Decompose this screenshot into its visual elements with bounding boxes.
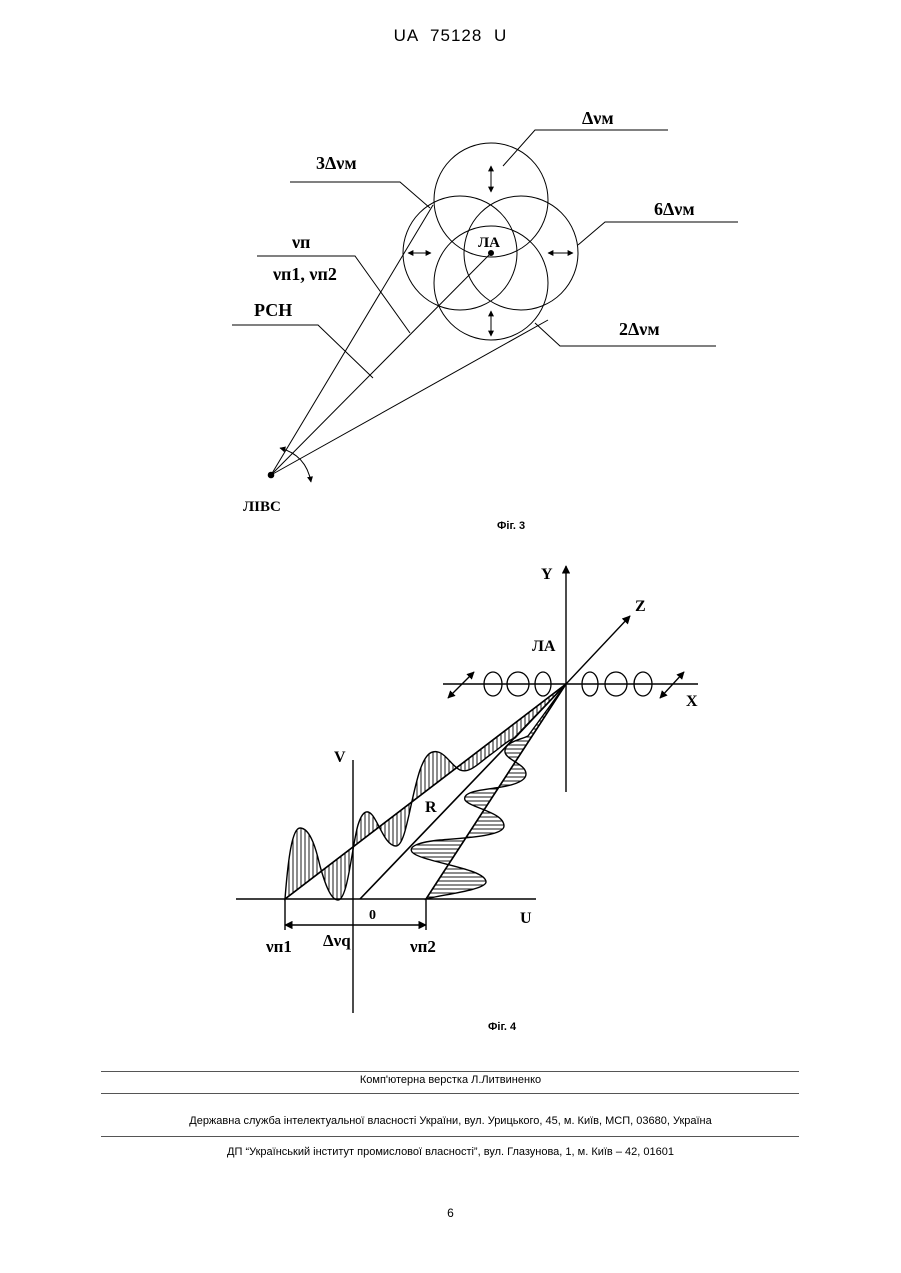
figure-4-caption: Фіг. 4 xyxy=(488,1021,517,1033)
footer-rule-1 xyxy=(101,1071,799,1072)
footer-agency: Державна служба інтелектуальної власност… xyxy=(0,1115,901,1127)
label-v: V xyxy=(334,749,346,766)
label-2dnu-m: 2Δνм xyxy=(619,319,660,339)
leader-3dnu-m xyxy=(290,182,430,208)
figure-4: Y Z X ЛА V U R 0 νп1 Δνq νп2 Фіг. 4 xyxy=(236,566,698,1033)
label-dnu-q: Δνq xyxy=(323,931,351,950)
label-la-fig4: ЛА xyxy=(532,638,556,655)
figure-3: Δνм 3Δνм 6Δνм 2Δνм νп νп1, νп2 РСН ЛА ЛІ… xyxy=(232,108,738,532)
label-nu-p1-p2: νп1, νп2 xyxy=(272,264,337,284)
r-vector-line xyxy=(360,684,566,899)
diag-line-lower xyxy=(426,684,566,899)
label-z: Z xyxy=(635,598,646,615)
label-la: ЛА xyxy=(478,235,500,251)
label-rsn: РСН xyxy=(254,300,292,320)
label-6dnu-m: 6Δνм xyxy=(654,199,695,219)
label-x: X xyxy=(686,693,698,710)
diag-line-upper xyxy=(285,684,566,899)
label-3dnu-m: 3Δνм xyxy=(316,153,357,173)
label-nu-p1: νп1 xyxy=(265,937,292,956)
figure-3-caption: Фіг. 3 xyxy=(497,520,525,532)
label-r: R xyxy=(425,799,437,816)
wave-horizontal-hatched xyxy=(411,684,566,899)
footer-layout-credit: Комп'ютерна верстка Л.Литвиненко xyxy=(0,1074,901,1086)
label-nu-p: νп xyxy=(291,232,310,252)
label-u: U xyxy=(520,910,532,927)
livs-point xyxy=(268,472,274,478)
leader-rsn xyxy=(232,325,373,378)
beam-middle xyxy=(271,253,491,475)
label-zero: 0 xyxy=(369,908,376,923)
beam-lower xyxy=(271,320,548,475)
leader-dnu-m xyxy=(503,130,668,166)
label-nu-p2: νп2 xyxy=(409,937,436,956)
z-axis xyxy=(566,616,630,684)
leader-6dnu-m xyxy=(578,222,738,245)
footer-rule-3 xyxy=(101,1136,799,1137)
label-y: Y xyxy=(541,566,553,583)
label-livs: ЛІВС xyxy=(243,499,281,515)
label-dnu-m: Δνм xyxy=(582,108,614,128)
footer-institute: ДП “Український інститут промислової вла… xyxy=(0,1146,901,1158)
page-number: 6 xyxy=(0,1206,901,1220)
footer-rule-2 xyxy=(101,1093,799,1094)
